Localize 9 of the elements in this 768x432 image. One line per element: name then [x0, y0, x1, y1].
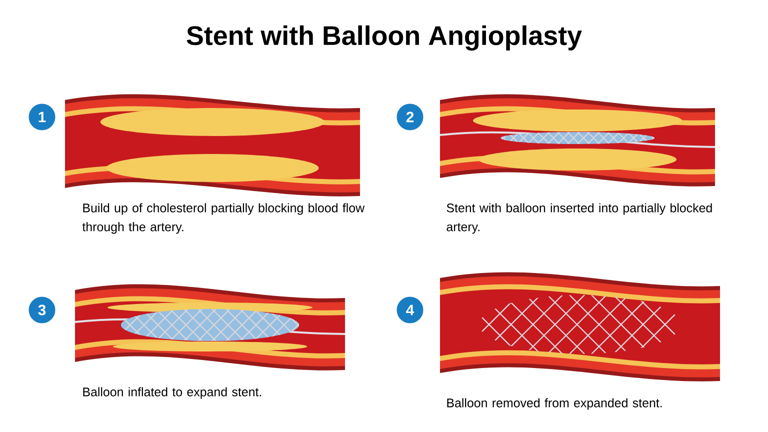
step-number: 4 [395, 295, 425, 325]
step-number: 3 [27, 295, 57, 325]
title: Stent with Balloon Angioplasty [186, 25, 582, 51]
caption: Stent with balloon inserted into partially blocked artery. [446, 203, 712, 234]
step-number: 2 [395, 102, 425, 132]
step-number: 1 [27, 102, 57, 132]
caption: Balloon removed from expanded stent. [447, 398, 662, 410]
caption: Balloon inflated to expand stent. [83, 387, 262, 399]
caption: Build up of cholesterol partially blocking blood flow through the artery. [82, 203, 365, 234]
